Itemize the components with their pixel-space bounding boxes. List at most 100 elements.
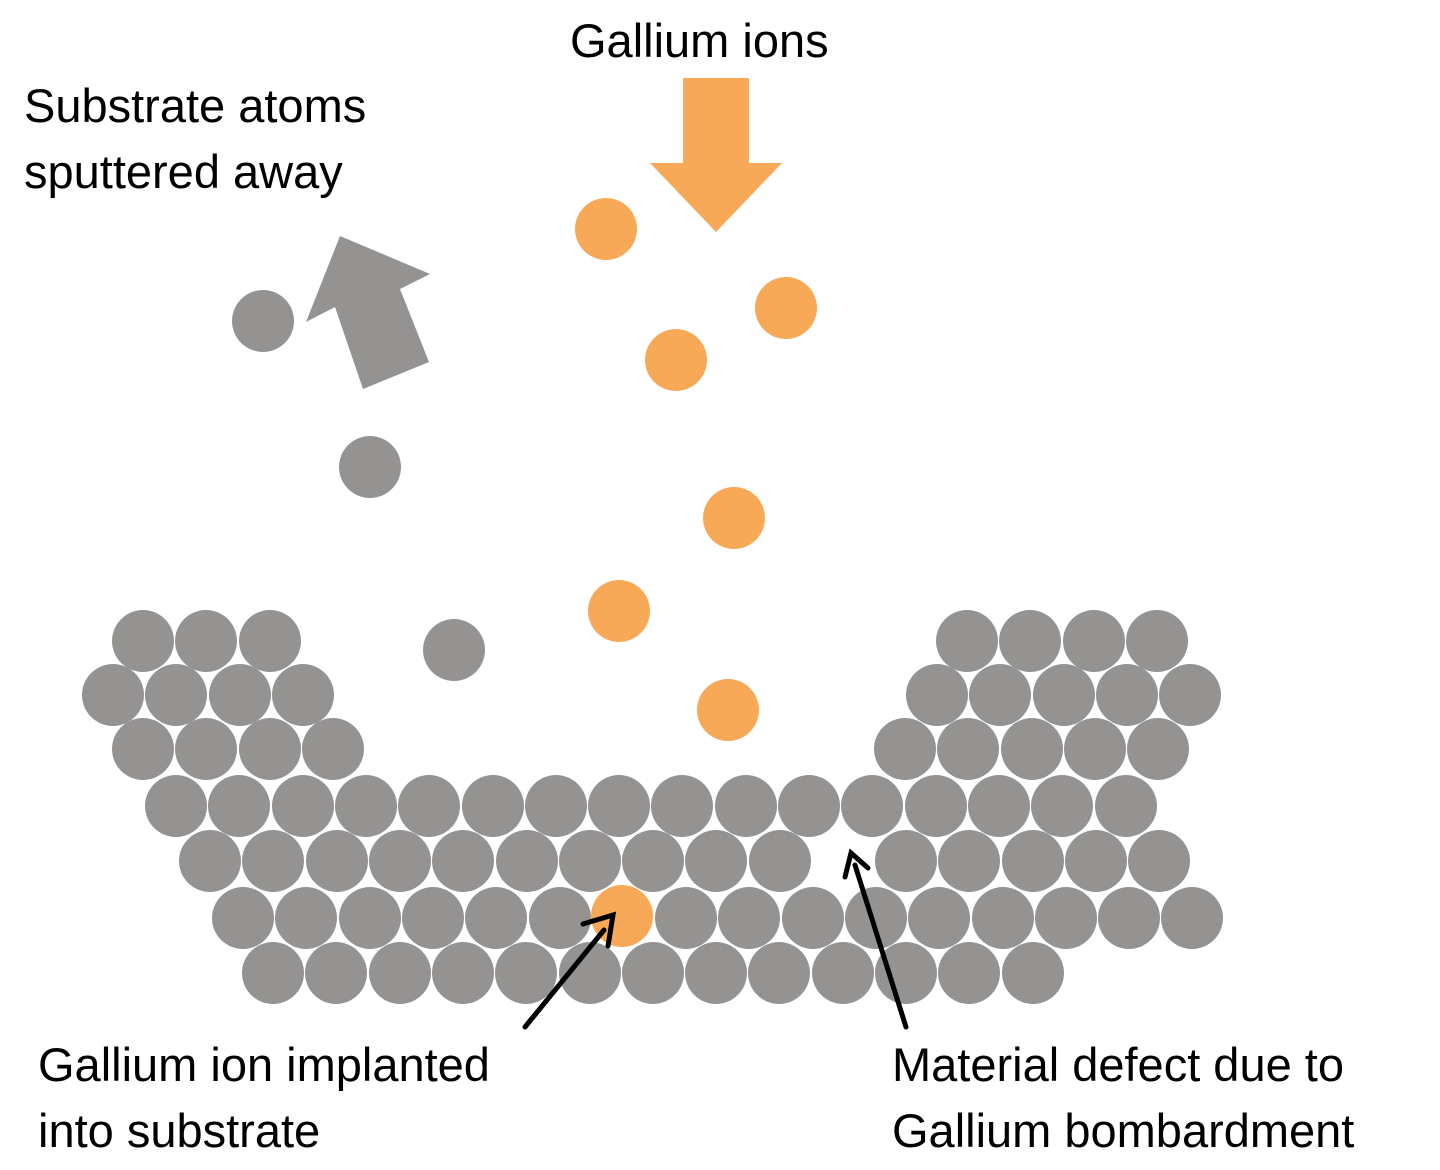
implanted-ion-group — [591, 885, 653, 947]
substrate-atom — [1128, 830, 1190, 892]
gallium-ion-stream — [575, 198, 817, 741]
substrate-atom — [1033, 664, 1095, 726]
gallium-ion — [645, 329, 707, 391]
substrate-atom — [651, 775, 713, 837]
substrate-atom — [369, 830, 431, 892]
substrate-atom — [875, 942, 937, 1004]
substrate-atom — [112, 718, 174, 780]
substrate-atom — [1126, 610, 1188, 672]
substrate-atom — [1002, 942, 1064, 1004]
substrate-atom — [655, 887, 717, 949]
substrate-atom — [937, 718, 999, 780]
substrate-atom — [559, 830, 621, 892]
substrate-atom — [465, 887, 527, 949]
substrate-atom — [749, 830, 811, 892]
gallium-ion — [703, 487, 765, 549]
implanted-label-line-1: Gallium ion implanted — [38, 1038, 490, 1091]
defect-pointer-arrow — [842, 848, 909, 1030]
gallium-ion — [575, 198, 637, 260]
sputtered-label-line-2: sputtered away — [24, 145, 343, 198]
substrate-atom — [715, 775, 777, 837]
substrate-atom — [239, 718, 301, 780]
substrate-atom — [209, 664, 271, 726]
substrate-atom — [145, 664, 207, 726]
gallium-ion — [588, 580, 650, 642]
substrate-atom — [936, 610, 998, 672]
substrate-atom — [588, 775, 650, 837]
substrate-atom — [875, 830, 937, 892]
substrate-atom — [718, 887, 780, 949]
sputtered-atom — [339, 436, 401, 498]
gallium-ion-direction-arrow — [650, 78, 782, 232]
substrate-atom — [145, 775, 207, 837]
substrate-atom — [1001, 718, 1063, 780]
substrate-atom — [622, 942, 684, 1004]
defect-label-line-2: Gallium bombardment — [892, 1104, 1355, 1157]
substrate-atom — [369, 942, 431, 1004]
substrate-atom — [208, 775, 270, 837]
substrate-atom — [305, 942, 367, 1004]
implanted-ion-label: Gallium ion implanted into substrate — [38, 1032, 490, 1164]
substrate-atom — [1063, 610, 1125, 672]
substrate-atom — [841, 775, 903, 837]
sputtered-atom — [423, 619, 485, 681]
substrate-atom — [685, 830, 747, 892]
substrate-atom — [559, 942, 621, 1004]
gallium-ions-label: Gallium ions — [570, 14, 829, 67]
substrate-atom — [972, 887, 1034, 949]
substrate-atom — [432, 942, 494, 1004]
substrate-atom — [906, 664, 968, 726]
substrate-atom — [1095, 775, 1157, 837]
substrate-atom — [685, 942, 747, 1004]
substrate-atom — [845, 887, 907, 949]
substrate-atom — [938, 830, 1000, 892]
substrate-atom — [239, 610, 301, 672]
sputtered-atoms-label: Substrate atoms sputtered away — [24, 73, 366, 205]
substrate-atom — [302, 718, 364, 780]
sputtered-atoms — [232, 290, 485, 681]
implanted-label-line-2: into substrate — [38, 1104, 321, 1157]
substrate-lattice — [82, 610, 1223, 1004]
substrate-atom — [525, 775, 587, 837]
substrate-atom — [622, 830, 684, 892]
substrate-atom — [306, 830, 368, 892]
substrate-atom — [905, 775, 967, 837]
substrate-atom — [242, 942, 304, 1004]
substrate-atom — [1031, 775, 1093, 837]
substrate-atom — [969, 664, 1031, 726]
material-defect-label: Material defect due to Gallium bombardme… — [892, 1032, 1354, 1164]
substrate-atom — [748, 942, 810, 1004]
substrate-atom — [1159, 664, 1221, 726]
substrate-atom — [212, 887, 274, 949]
substrate-atom — [398, 775, 460, 837]
sputtered-atom — [232, 290, 294, 352]
gallium-ion — [697, 679, 759, 741]
substrate-atom — [335, 775, 397, 837]
substrate-atom — [275, 887, 337, 949]
substrate-atom — [179, 830, 241, 892]
sputter-direction-arrow — [306, 236, 430, 389]
substrate-atom — [1002, 830, 1064, 892]
substrate-atom — [175, 610, 237, 672]
implanted-pointer-arrow — [522, 911, 617, 1030]
substrate-atom — [496, 830, 558, 892]
substrate-atom — [1035, 887, 1097, 949]
substrate-atom — [874, 718, 936, 780]
substrate-atom — [778, 775, 840, 837]
substrate-atom — [1064, 718, 1126, 780]
substrate-atom — [1161, 887, 1223, 949]
substrate-atom — [1096, 664, 1158, 726]
substrate-atom — [968, 775, 1030, 837]
defect-label-line-1: Material defect due to — [892, 1038, 1344, 1091]
substrate-atom — [112, 610, 174, 672]
substrate-atom — [272, 664, 334, 726]
substrate-atom — [782, 887, 844, 949]
implanted-gallium-ion — [591, 885, 653, 947]
substrate-atom — [999, 610, 1061, 672]
gallium-ion — [755, 277, 817, 339]
substrate-atom — [402, 887, 464, 949]
substrate-atom — [242, 830, 304, 892]
substrate-atom — [908, 887, 970, 949]
sputtered-label-line-1: Substrate atoms — [24, 79, 367, 132]
